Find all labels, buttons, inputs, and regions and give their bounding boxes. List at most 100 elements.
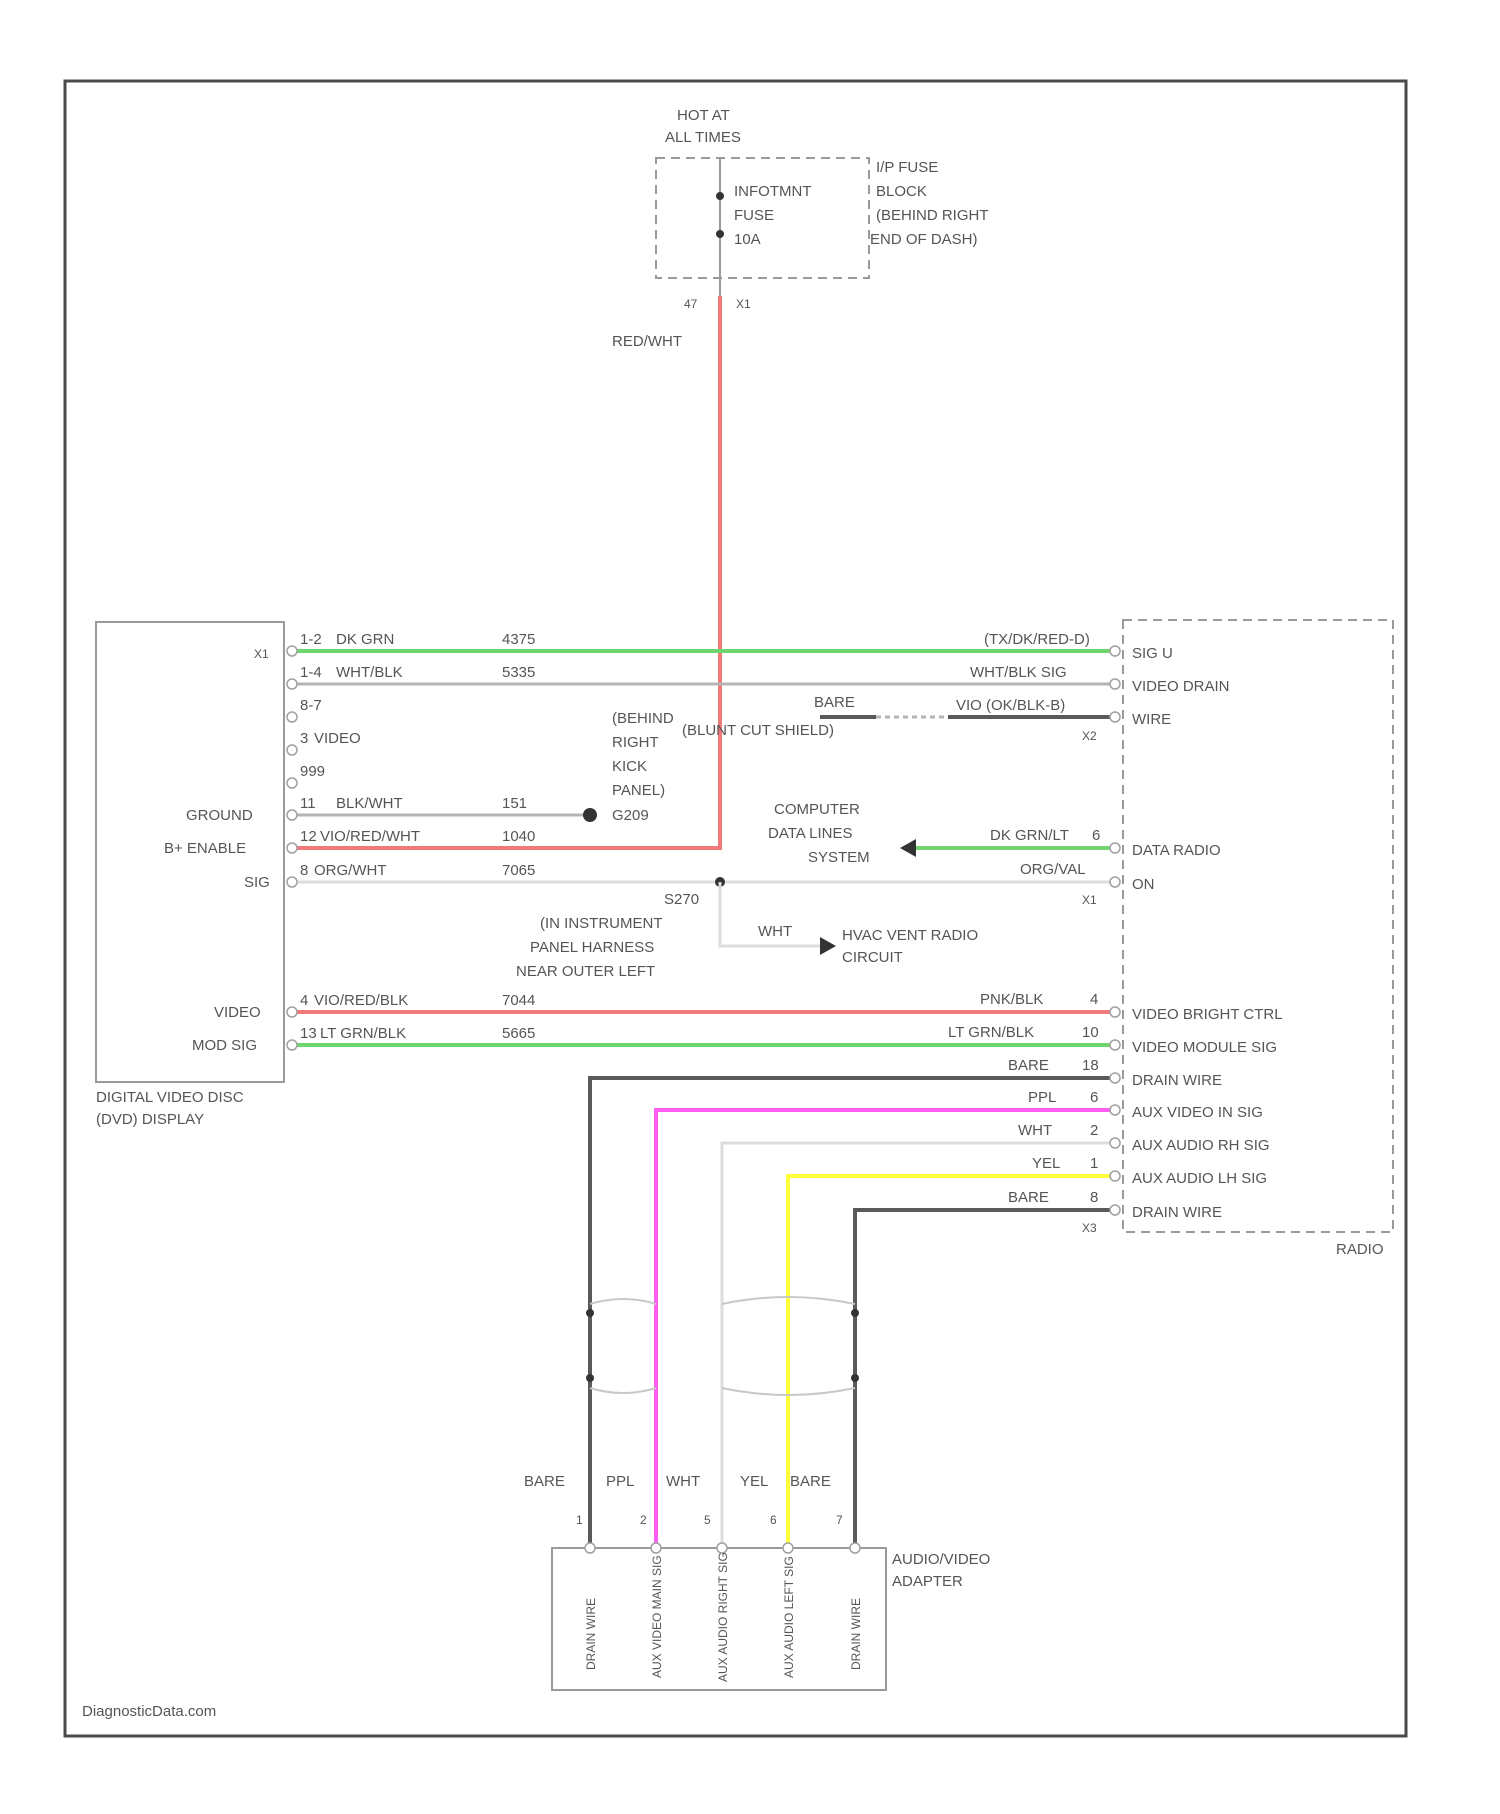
ground-line1: (BEHIND (612, 710, 674, 727)
adapter-pin: 1 (576, 1513, 583, 1527)
side-label-video: VIDEO (214, 1004, 261, 1021)
splice-line2: PANEL HARNESS (530, 939, 654, 956)
radio-top-label: WIRE (1132, 711, 1171, 728)
dvd-row-pin: 8 (300, 862, 308, 879)
wire-drain-2 (855, 1210, 1115, 1548)
adapter-pin-socket (850, 1543, 860, 1553)
fuse-desc-line2: BLOCK (876, 183, 927, 200)
radio-on-color: ORG/VAL (1020, 861, 1086, 878)
fuse-line1: INFOTMNT (734, 183, 811, 200)
dvd-row-pin: 4 (300, 992, 308, 1009)
radio-pin (1110, 843, 1120, 853)
adapter-wire-color: BARE (524, 1473, 565, 1490)
shield-dot-4 (851, 1374, 859, 1382)
radio-row-label: DRAIN WIRE (1132, 1204, 1222, 1221)
dvd-conn: X1 (254, 647, 269, 661)
dvd-pin (287, 843, 297, 853)
dvd-row-circuit: 7044 (502, 992, 535, 1009)
ground-point (583, 808, 597, 822)
dvd-row-pin: 999 (300, 763, 325, 780)
dvd-row-color: BLK/WHT (336, 795, 403, 812)
adapter-wire-color: BARE (790, 1473, 831, 1490)
adapter-pin-label: AUX VIDEO MAIN SIG (650, 1555, 664, 1678)
dvd-row-circuit: 1040 (502, 828, 535, 845)
radio-pin (1110, 877, 1120, 887)
dvd-row-pin: 1-4 (300, 664, 322, 681)
wire-red-power (292, 296, 720, 848)
adapter-pin-label: DRAIN WIRE (584, 1598, 598, 1670)
dvd-pin (287, 712, 297, 722)
dvd-pins (287, 646, 297, 1050)
fuse-desc-line1: I/P FUSE (876, 159, 938, 176)
radio-top-label: VIDEO DRAIN (1132, 678, 1230, 695)
shield-dot-3 (851, 1309, 859, 1317)
splice-arrow (820, 937, 836, 955)
side-label-ground: GROUND (186, 807, 253, 824)
adapter-pin: 6 (770, 1513, 777, 1527)
wire-wht (722, 1143, 1115, 1548)
dvd-row-circuit: 4375 (502, 631, 535, 648)
radio-name: RADIO (1336, 1241, 1384, 1258)
radio-top-left: VIO (OK/BLK-B) (956, 697, 1065, 714)
hot-line2: ALL TIMES (665, 129, 741, 146)
radio-pin (1110, 1073, 1120, 1083)
diagram-frame (65, 81, 1406, 1736)
fuse-line3: 10A (734, 231, 761, 248)
dvd-name-line2: (DVD) DISPLAY (96, 1111, 204, 1128)
radio-row-label: AUX AUDIO RH SIG (1132, 1137, 1270, 1154)
radio-row-color: PNK/BLK (980, 991, 1043, 1008)
dvd-row-pin: 11 (300, 795, 316, 812)
radio-top-left: WHT/BLK SIG (970, 664, 1067, 681)
shield-dot-1 (586, 1309, 594, 1317)
radio-row-label: DRAIN WIRE (1132, 1072, 1222, 1089)
dvd-row-color: VIO/RED/WHT (320, 828, 420, 845)
dvd-row-circuit: 5665 (502, 1025, 535, 1042)
splice-dest-line2: CIRCUIT (842, 949, 903, 966)
radio-row-pin: 18 (1082, 1057, 1099, 1074)
hot-line1: HOT AT (677, 107, 730, 124)
dvd-row-color: LT GRN/BLK (320, 1025, 406, 1042)
splice-name: S270 (664, 891, 699, 908)
radio-row-pin: 2 (1090, 1122, 1098, 1139)
dvd-pin (287, 1040, 297, 1050)
adapter-pin-socket (651, 1543, 661, 1553)
radio-row-label: AUX AUDIO LH SIG (1132, 1170, 1267, 1187)
dvd-row-circuit: 5335 (502, 664, 535, 681)
radio-pin (1110, 679, 1120, 689)
adapter-pin-socket (717, 1543, 727, 1553)
av-adapter: BARE PPL WHT YEL BARE 1 2 5 6 7 DRAIN WI… (524, 1473, 990, 1690)
radio-row-color: WHT (1018, 1122, 1052, 1139)
fuse-wire-color: RED/WHT (612, 333, 682, 350)
dvd-row-circuit: 151 (502, 795, 527, 812)
radio-pin (1110, 1007, 1120, 1017)
radio-row-color: BARE (1008, 1189, 1049, 1206)
fuse-terminal-bottom (716, 230, 724, 238)
radio-pin (1110, 1040, 1120, 1050)
radio-row-pin: 1 (1090, 1155, 1098, 1172)
adapter-pin: 5 (704, 1513, 711, 1527)
radio-pin (1110, 646, 1120, 656)
dvd-pin (287, 745, 297, 755)
dvd-row-pin: 1-2 (300, 631, 322, 648)
footer-watermark: DiagnosticData.com (82, 1703, 216, 1720)
splice-wire: WHT (758, 923, 792, 940)
radio-row-pin: 8 (1090, 1189, 1098, 1206)
adapter-wire-color: WHT (666, 1473, 700, 1490)
adapter-pin: 2 (640, 1513, 647, 1527)
dvd-row-pin: 3 (300, 730, 308, 747)
radio-row-label: VIDEO BRIGHT CTRL (1132, 1006, 1283, 1023)
ground-line2: RIGHT (612, 734, 659, 751)
splice-line1: (IN INSTRUMENT (540, 915, 663, 932)
fuse-block: HOT AT ALL TIMES INFOTMNT FUSE 10A I/P F… (612, 107, 989, 350)
dvd-row-color: VIO/RED/BLK (314, 992, 408, 1009)
shield-bare: BARE (814, 694, 855, 711)
adapter-pin-socket (585, 1543, 595, 1553)
radio-pin (1110, 1105, 1120, 1115)
radio-conn-x3: X3 (1082, 1221, 1097, 1235)
side-label-b-enable: B+ ENABLE (164, 840, 246, 857)
dvd-display: X1 GROUND B+ ENABLE SIG VIDEO MOD SIG DI… (96, 622, 535, 1128)
adapter-pin-label: AUX AUDIO LEFT SIG (782, 1556, 796, 1678)
dvd-row-circuit: 7065 (502, 862, 535, 879)
dvd-pin (287, 1007, 297, 1017)
radio-row-pin: 4 (1090, 991, 1098, 1008)
